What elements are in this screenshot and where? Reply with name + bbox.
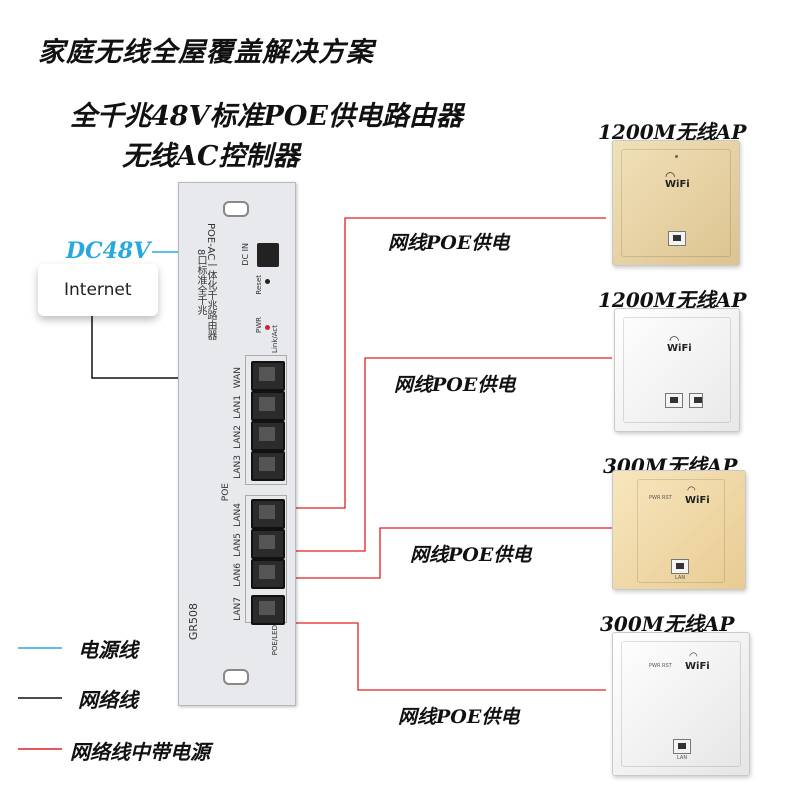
panel-text-line1: 8口标准全千兆 — [195, 249, 206, 316]
dc-in-jack — [257, 243, 279, 267]
router-heading-line1: 全千兆48V标准POE供电路由器 — [70, 101, 463, 132]
router-heading-line2: 无线AC控制器 — [122, 141, 300, 172]
port-label-lan7: LAN7 — [233, 597, 243, 621]
mount-slot-top — [223, 201, 249, 217]
ap3-lan-label: LAN — [675, 575, 686, 581]
port-lan2[interactable] — [251, 421, 285, 451]
wifi-icon: ◠ — [687, 485, 696, 496]
pwr-label: PWR — [255, 317, 263, 334]
port-lan6[interactable] — [251, 559, 285, 589]
poe-group-label: POE — [221, 483, 231, 502]
dc48v-label: DC48V — [66, 238, 151, 264]
poe-line-ap3 — [284, 527, 612, 579]
ap2-phone-jack[interactable] — [689, 393, 703, 408]
port-label-lan2: LAN2 — [233, 425, 243, 449]
internet-box — [38, 264, 158, 316]
ap3-cable-label: 网线POE供电 — [410, 544, 532, 566]
port-lan5[interactable] — [251, 529, 285, 559]
port-label-lan6: LAN6 — [233, 563, 243, 587]
ap2-wifi-label: WiFi — [667, 343, 692, 354]
ap1-panel: ◠ WiFi — [612, 140, 740, 266]
ap1-wifi-label: WiFi — [665, 179, 690, 190]
ap1-led — [675, 155, 678, 158]
ap4-cable-label: 网线POE供电 — [398, 706, 520, 728]
port-label-lan1: LAN1 — [233, 395, 243, 419]
mount-slot-bottom — [223, 669, 249, 685]
ap3-wifi-label: WiFi — [685, 495, 710, 506]
poe-line-ap4 — [284, 622, 606, 691]
legend-network-label: 网络线 — [78, 688, 138, 712]
port-lan1[interactable] — [251, 391, 285, 421]
wifi-icon: ◠ — [665, 169, 676, 183]
ap3-pwr-rst-label: PWR RST — [649, 495, 672, 501]
panel-text-line2: POE-AC一体化千兆路由器 — [205, 223, 216, 341]
port-label-lan4: LAN4 — [233, 503, 243, 527]
port-label-wan: WAN — [233, 367, 243, 389]
ap1-lan-jack[interactable] — [668, 231, 686, 246]
port-label-lan5: LAN5 — [233, 533, 243, 557]
router-panel: DC IN Reset PWR Link/Act 8口标准全千兆 POE-AC一… — [178, 182, 296, 706]
ap3-panel: PWR RST ◠ WiFi LAN — [612, 470, 746, 590]
poe-line-ap2 — [284, 357, 612, 552]
ap2-cable-label: 网线POE供电 — [394, 374, 516, 396]
poe-line-ap1 — [284, 217, 606, 509]
legend-poe-label: 网络线中带电源 — [70, 740, 210, 764]
ap4-pwr-rst-label: PWR RST — [649, 663, 672, 669]
port-wan[interactable] — [251, 361, 285, 391]
internet-label: Internet — [64, 280, 132, 300]
ap2-lan-jack[interactable] — [665, 393, 683, 408]
ap4-wifi-label: WiFi — [685, 661, 710, 672]
wifi-icon: ◠ — [689, 651, 698, 662]
page-title: 家庭无线全屋覆盖解决方案 — [38, 37, 374, 68]
ap4-lan-jack[interactable] — [673, 739, 691, 754]
port-lan7[interactable] — [251, 595, 285, 625]
wifi-icon: ◠ — [669, 333, 680, 347]
port-label-lan3: LAN3 — [233, 455, 243, 479]
reset-label: Reset — [255, 275, 263, 295]
link-act-label: Link/Act — [271, 325, 279, 353]
ap4-panel: PWR RST ◠ WiFi LAN — [612, 632, 750, 776]
model-label: GR508 — [187, 603, 200, 641]
ap2-panel: ◠ WiFi — [614, 308, 740, 432]
pwr-led — [265, 325, 270, 330]
reset-button[interactable] — [265, 279, 270, 284]
ap1-cable-label: 网线POE供电 — [388, 232, 510, 254]
ap4-lan-label: LAN — [677, 755, 688, 761]
port-lan4[interactable] — [251, 499, 285, 529]
port-lan3[interactable] — [251, 451, 285, 481]
dc-in-label: DC IN — [241, 243, 250, 266]
ap3-lan-jack[interactable] — [671, 559, 689, 574]
port-group-non-poe — [245, 355, 287, 485]
legend-power-label: 电源线 — [78, 638, 138, 662]
poe-led-label: POE/LED — [271, 625, 279, 656]
